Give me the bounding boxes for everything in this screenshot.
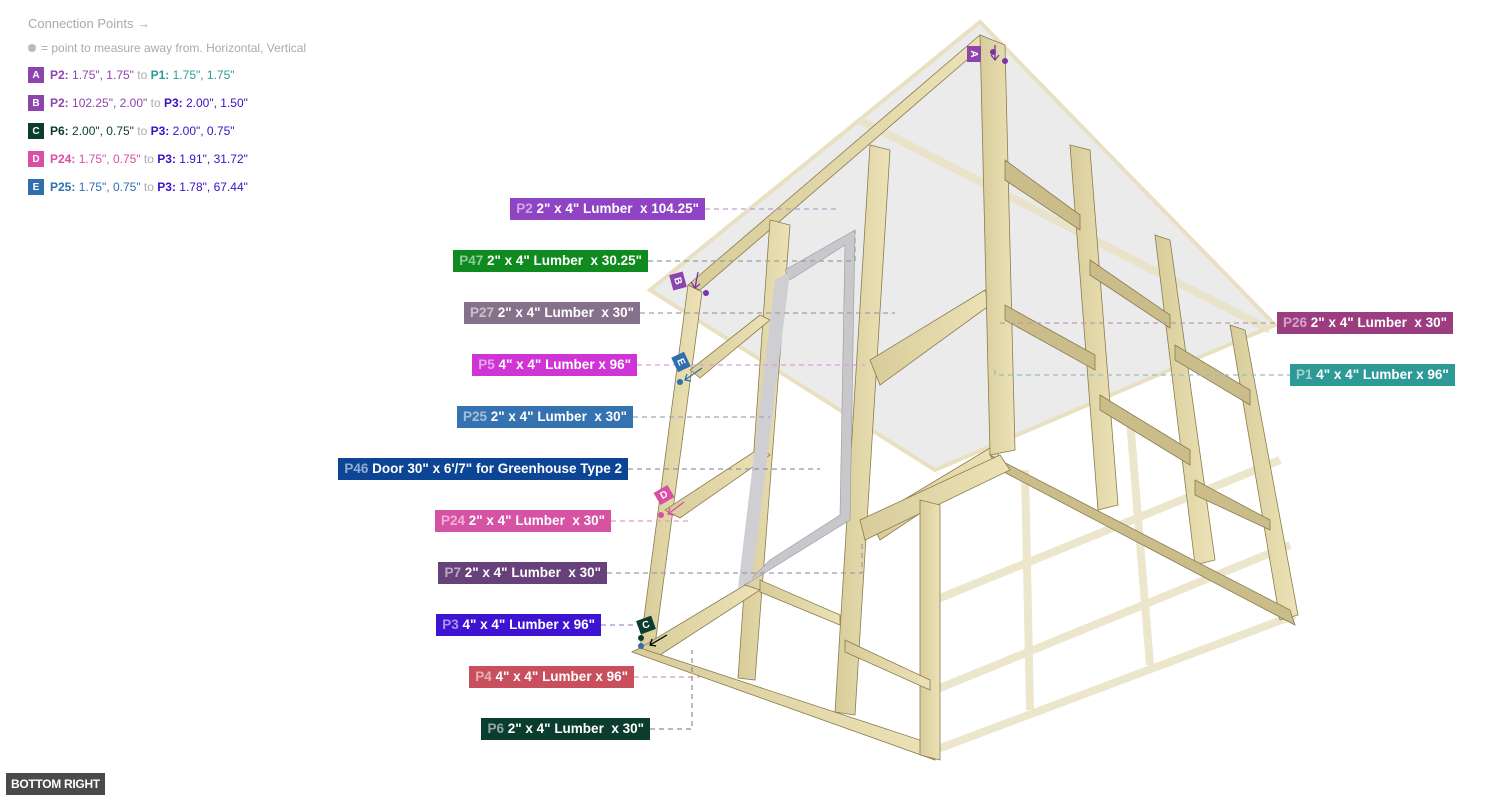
connection-badge: B [28, 95, 44, 111]
connection-badge: D [28, 151, 44, 167]
part-label-p5[interactable]: P5 4" x 4" Lumber x 96" [472, 354, 637, 376]
connection-badge: E [28, 179, 44, 195]
part-label-p24[interactable]: P24 2" x 4" Lumber x 30" [434, 510, 611, 532]
part-id: P26 [1283, 315, 1308, 330]
part-description: 4" x 4" Lumber x 96" [494, 357, 631, 372]
legend-title: Connection Points → [28, 16, 151, 31]
to-text: to [133, 124, 151, 138]
part-label-p3[interactable]: P3 4" x 4" Lumber x 96" [436, 614, 601, 636]
to-part: P3: [157, 152, 176, 166]
to-text: to [140, 180, 158, 194]
connection-row-b: B P2: 102.25", 2.00" to P3: 2.00", 1.50" [28, 95, 306, 111]
part-description: 2" x 4" Lumber x 30" [493, 305, 634, 320]
part-label-p4[interactable]: P4 4" x 4" Lumber x 96" [469, 666, 634, 688]
connection-marker-a[interactable]: A [967, 46, 981, 62]
part-description: 2" x 4" Lumber x 30" [460, 565, 601, 580]
to-value: 1.75", 1.75" [169, 68, 235, 82]
to-value: 1.78", 67.44" [175, 180, 248, 194]
part-id: P24 [440, 513, 465, 528]
part-id: P27 [469, 305, 494, 320]
to-value: 2.00", 0.75" [169, 124, 235, 138]
part-id: P46 [344, 461, 369, 476]
part-label-p2[interactable]: P2 2" x 4" Lumber x 104.25" [510, 198, 705, 220]
connection-points-legend: Connection Points → = point to measure a… [28, 16, 306, 207]
from-part: P2: [50, 68, 69, 82]
part-id: P2 [516, 201, 533, 216]
to-part: P3: [163, 96, 183, 110]
part-id: P3 [442, 617, 459, 632]
connection-row-c: C P6: 2.00", 0.75" to P3: 2.00", 0.75" [28, 123, 306, 139]
part-description: 2" x 4" Lumber x 30" [503, 721, 644, 736]
from-part: P2: [50, 96, 69, 110]
legend-note-text: = point to measure away from. Horizontal… [41, 41, 307, 55]
from-value: 1.75", 0.75" [75, 152, 141, 166]
to-part: P1: [150, 68, 170, 82]
part-id: P47 [459, 253, 484, 268]
part-id: P5 [478, 357, 495, 372]
from-value: 2.00", 0.75" [68, 124, 134, 138]
from-value: 1.75", 0.75" [75, 180, 141, 194]
part-label-p7[interactable]: P7 2" x 4" Lumber x 30" [438, 562, 607, 584]
part-label-p47[interactable]: P47 2" x 4" Lumber x 30.25" [453, 250, 648, 272]
part-label-p6[interactable]: P6 2" x 4" Lumber x 30" [481, 718, 650, 740]
roof-panel [646, 19, 1279, 473]
part-label-p46[interactable]: P46 Door 30" x 6'/7" for Greenhouse Type… [338, 458, 628, 480]
connection-row-d: D P24: 1.75", 0.75" to P3: 1.91", 31.72" [28, 151, 306, 167]
part-label-p25[interactable]: P25 2" x 4" Lumber x 30" [456, 406, 633, 428]
legend-note: = point to measure away from. Horizontal… [28, 41, 306, 55]
to-text: to [133, 68, 151, 82]
from-value: 102.25", 2.00" [68, 96, 148, 110]
part-label-p1[interactable]: P1 4" x 4" Lumber x 96" [1290, 364, 1455, 386]
part-label-p26[interactable]: P26 2" x 4" Lumber x 30" [1277, 312, 1454, 334]
part-id: P7 [444, 565, 461, 580]
part-description: 4" x 4" Lumber x 96" [1312, 367, 1449, 382]
from-part: P24: [50, 152, 76, 166]
part-id: P4 [475, 669, 492, 684]
point-dot-icon [28, 44, 36, 52]
part-id: P1 [1296, 367, 1313, 382]
connection-row-e: E P25: 1.75", 0.75" to P3: 1.78", 67.44" [28, 179, 306, 195]
part-id: P6 [487, 721, 504, 736]
part-description: 2" x 4" Lumber x 30.25" [483, 253, 642, 268]
to-text: to [140, 152, 158, 166]
part-description: 2" x 4" Lumber x 30" [1307, 315, 1448, 330]
view-orientation-label: BOTTOM RIGHT [6, 773, 105, 795]
part-description: 2" x 4" Lumber x 30" [486, 409, 627, 424]
part-description: 2" x 4" Lumber x 30" [464, 513, 605, 528]
to-part: P3: [150, 124, 170, 138]
to-value: 2.00", 1.50" [182, 96, 248, 110]
right-wall-rails [988, 159, 1296, 626]
from-value: 1.75", 1.75" [68, 68, 134, 82]
from-part: P25: [50, 180, 76, 194]
part-description: 2" x 4" Lumber x 104.25" [532, 201, 699, 216]
bottom-frame [630, 454, 1011, 761]
connection-badge: A [28, 67, 44, 83]
part-description: 4" x 4" Lumber x 96" [491, 669, 628, 684]
connection-row-a: A P2: 1.75", 1.75" to P1: 1.75", 1.75" [28, 67, 306, 83]
from-part: P6: [50, 124, 69, 138]
part-description: Door 30" x 6'/7" for Greenhouse Type 2 [368, 461, 622, 476]
connection-badge: C [28, 123, 44, 139]
part-id: P25 [462, 409, 487, 424]
to-text: to [147, 96, 164, 110]
part-label-p27[interactable]: P27 2" x 4" Lumber x 30" [463, 302, 640, 324]
to-part: P3: [157, 180, 176, 194]
to-value: 1.91", 31.72" [175, 152, 248, 166]
part-description: 4" x 4" Lumber x 96" [458, 617, 595, 632]
rear-frame [858, 116, 1297, 754]
